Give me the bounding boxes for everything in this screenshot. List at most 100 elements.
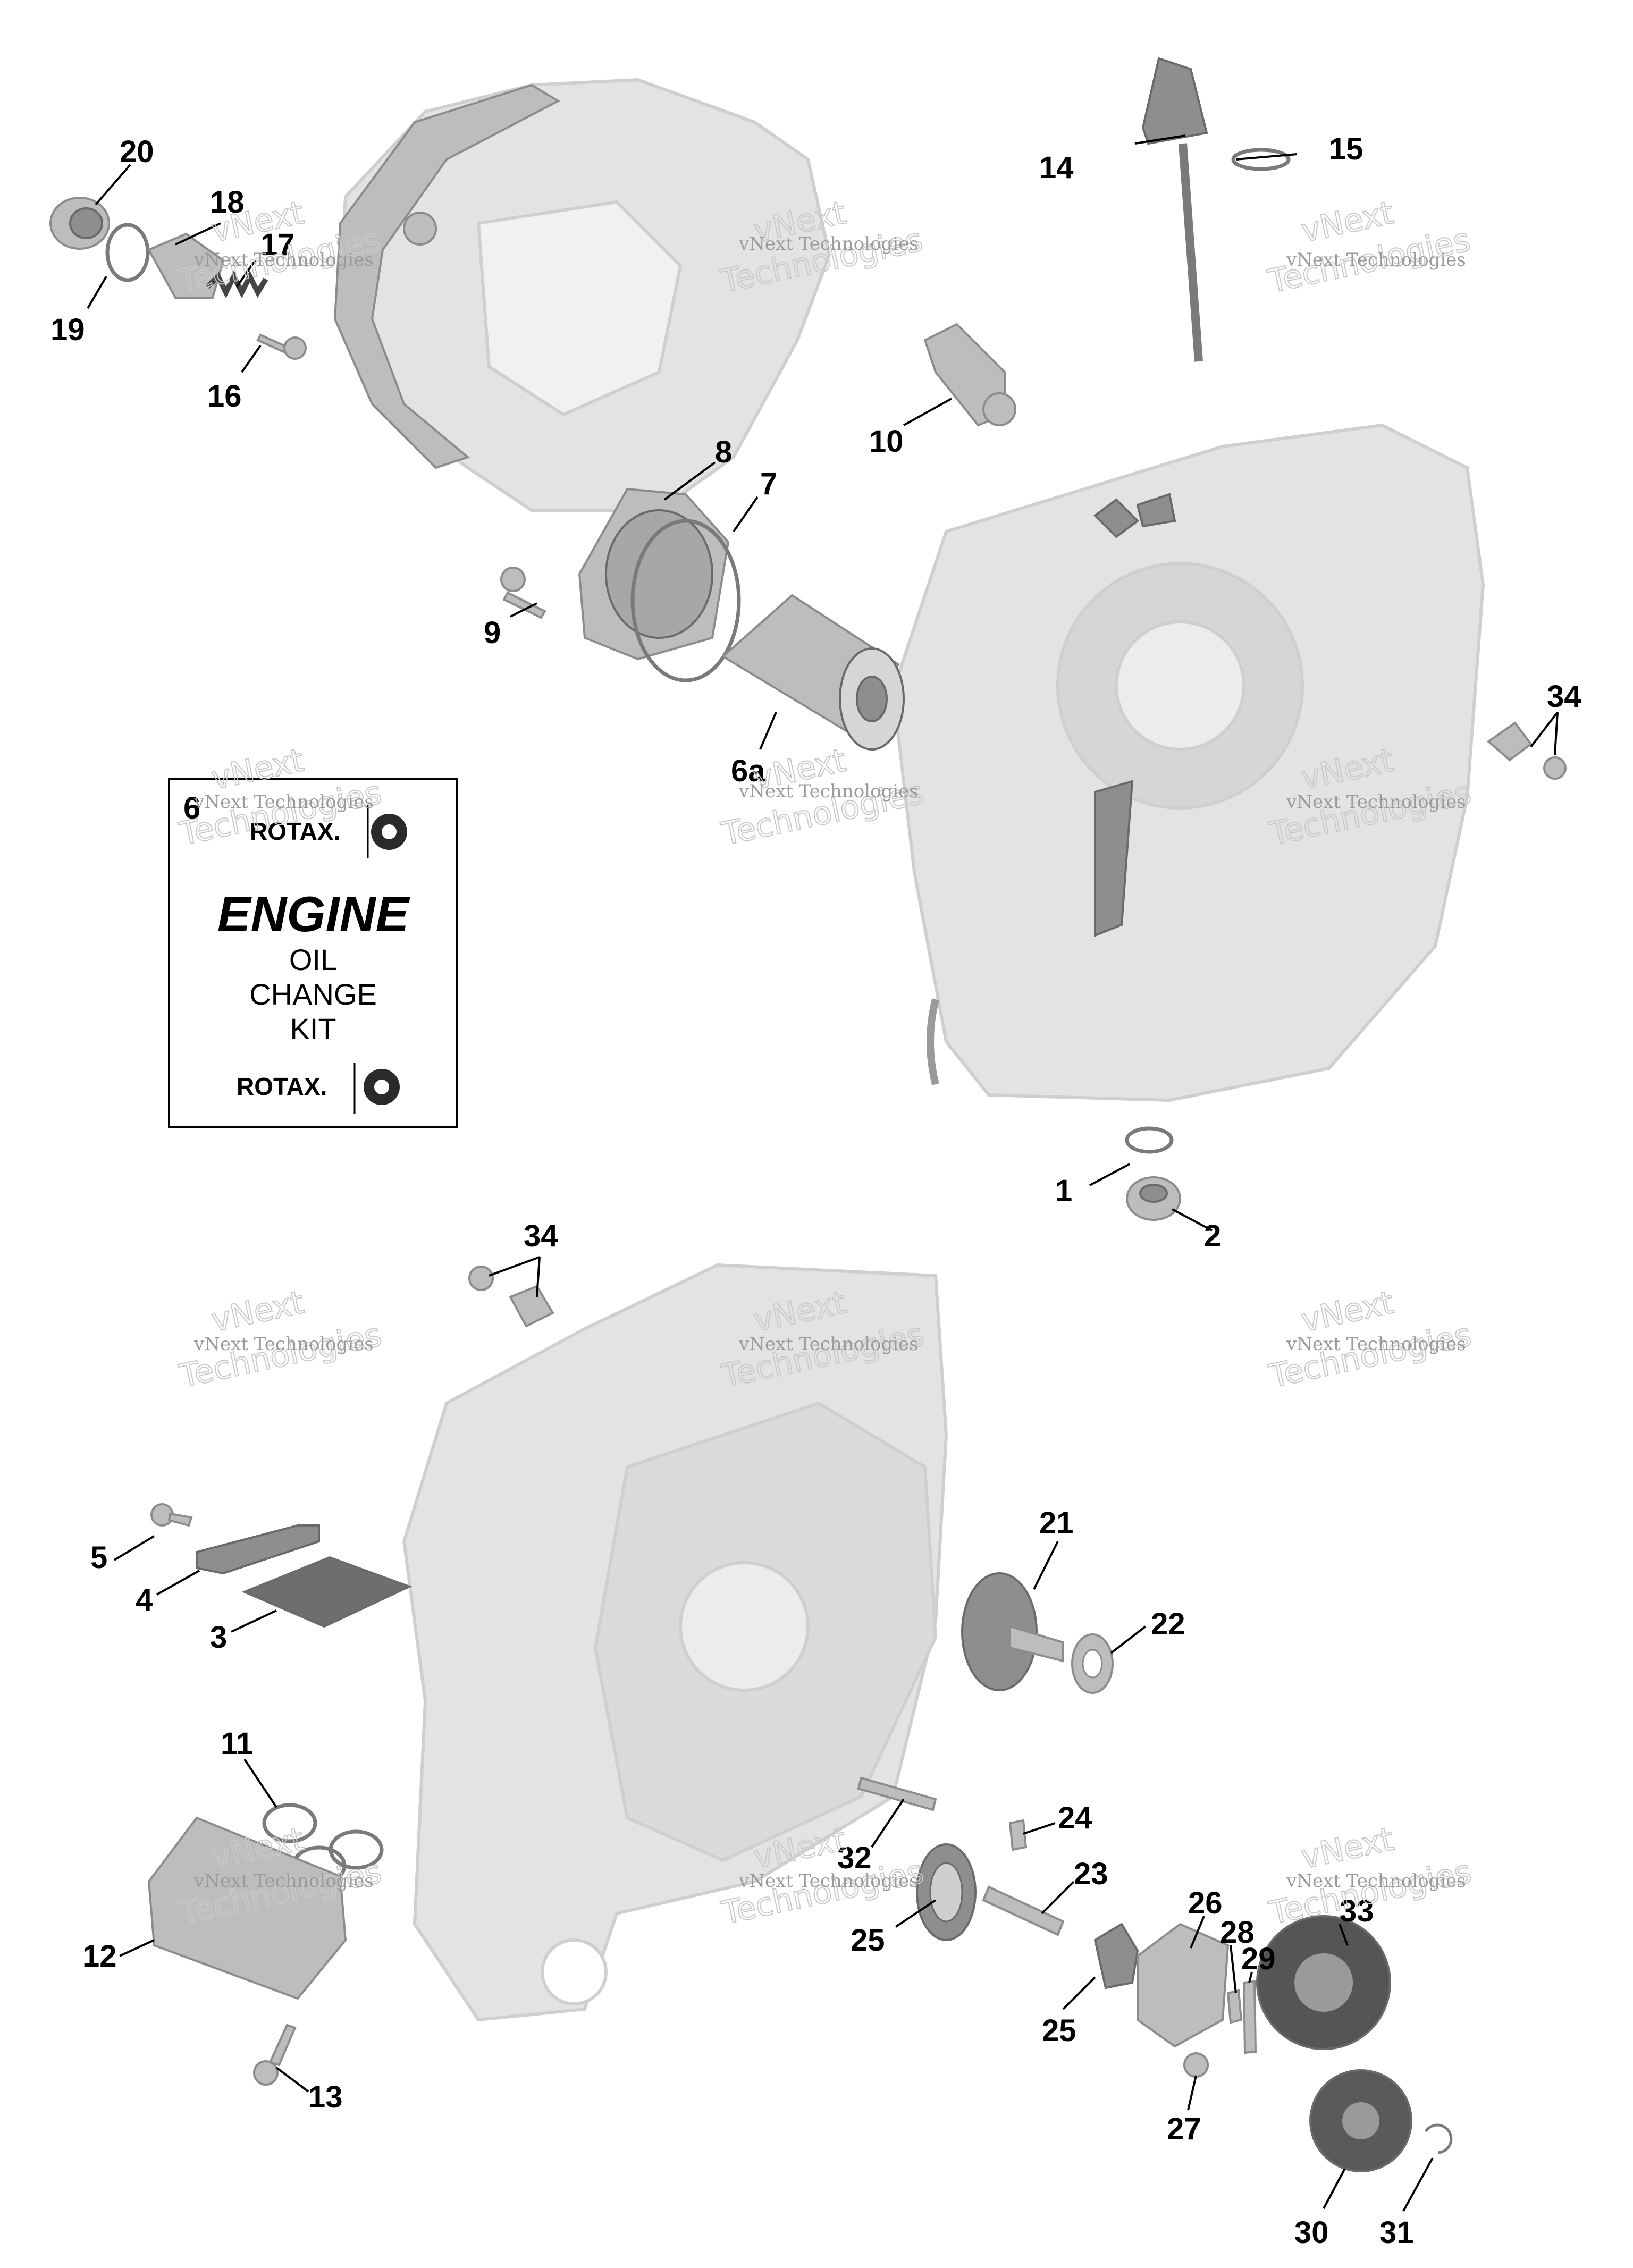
- part-34-clamp-upper: [1486, 721, 1567, 780]
- svg-text:vNext Technologies: vNext Technologies: [193, 1334, 374, 1355]
- rotax-logo-bottom: ROTAX.: [237, 1073, 327, 1100]
- rotax-logo-top: ROTAX.: [250, 817, 340, 845]
- callout-34-lower: 34: [524, 1219, 558, 1253]
- callout-14: 14: [1039, 150, 1074, 185]
- part-19-o-ring: [105, 223, 150, 282]
- part-15-o-ring: [1231, 148, 1291, 171]
- kit-line-2: CHANGE: [249, 977, 377, 1011]
- part-16-bolt: [256, 333, 307, 360]
- part-10-sensor: [923, 323, 1016, 427]
- callout-8: 8: [715, 435, 732, 469]
- callout-1: 1: [1055, 1174, 1072, 1208]
- engine-cover-housing: [333, 78, 831, 512]
- svg-text:vNext Technologies: vNext Technologies: [193, 249, 374, 271]
- part-27-bolt: [1183, 2052, 1209, 2078]
- svg-text:vNext Technologies: vNext Technologies: [738, 233, 919, 255]
- svg-text:vNext: vNext: [1298, 1284, 1397, 1339]
- part-24-pin: [1008, 1819, 1028, 1851]
- watermark-r3c3: vNext Technologies vNext Technologies: [1265, 1283, 1475, 1396]
- callout-numbers: 20 19 18 17 16 14 15 10 8 7 9 6a 34 1 2 …: [50, 132, 1581, 2250]
- callout-32: 32: [837, 1841, 872, 1875]
- part-14-dipstick: [1141, 57, 1208, 362]
- callout-25-outer: 25: [851, 1923, 885, 1958]
- svg-text:vNext Technologies: vNext Technologies: [1286, 1870, 1466, 1892]
- callout-9: 9: [484, 616, 501, 650]
- callout-33: 33: [1340, 1894, 1374, 1928]
- callout-30: 30: [1294, 2215, 1329, 2250]
- callout-27: 27: [1167, 2112, 1201, 2146]
- kit-title: ENGINE: [217, 886, 411, 942]
- part-5-bolt: [150, 1503, 193, 1527]
- callout-7: 7: [760, 467, 777, 501]
- svg-text:Technologies: Technologies: [176, 1316, 385, 1395]
- callout-12: 12: [82, 1939, 117, 1974]
- part-21-gear: [961, 1572, 1064, 1691]
- watermark-r3c1: vNext Technologies vNext Technologies: [175, 1283, 385, 1396]
- kit-line-1: OIL: [289, 943, 337, 976]
- part-4-bracket: [196, 1524, 320, 1575]
- part-25-rotor-inner: [1093, 1923, 1139, 1989]
- kit-number: 6: [183, 791, 200, 825]
- part-20-plug: [49, 197, 110, 250]
- callout-11: 11: [221, 1726, 253, 1761]
- callout-6a: 6a: [731, 754, 765, 788]
- callout-19: 19: [50, 313, 85, 347]
- leader-lines: [87, 134, 1559, 2212]
- callout-13: 13: [308, 2080, 343, 2114]
- part-8-filter-cover: [578, 487, 730, 661]
- part-13-bolt: [253, 2024, 297, 2086]
- part-29-pin: [1242, 1980, 1257, 2054]
- svg-text:vNext Technologies: vNext Technologies: [738, 1870, 919, 1892]
- callout-28: 28: [1220, 1915, 1255, 1950]
- oil-change-kit-box: 6 ROTAX. ENGINE OIL CHANGE KIT ROTAX.: [168, 778, 458, 1128]
- part-2-drain-plug: [1126, 1176, 1181, 1221]
- callout-21: 21: [1039, 1506, 1074, 1540]
- part-26-pump-cover: [1137, 1923, 1230, 2048]
- svg-text:vNext Technologies: vNext Technologies: [738, 1334, 919, 1355]
- callout-16: 16: [207, 379, 242, 414]
- part-28-pin: [1226, 1989, 1243, 2024]
- callout-25-inner: 25: [1042, 2013, 1076, 2048]
- svg-text:vNext Technologies: vNext Technologies: [1286, 249, 1466, 271]
- part-31-circlip: [1424, 2123, 1453, 2154]
- crankcase-upper: [891, 423, 1485, 1102]
- brp-badge-top-icon: [367, 805, 407, 858]
- part-12-oil-cooler: [147, 1816, 347, 2000]
- svg-text:vNext: vNext: [1298, 1820, 1397, 1876]
- svg-text:vNext: vNext: [208, 1284, 307, 1339]
- callout-29: 29: [1241, 1942, 1276, 1976]
- part-1-ring: [1125, 1126, 1174, 1154]
- part-3-strainer: [241, 1556, 413, 1628]
- part-23-shaft: [982, 1885, 1065, 1936]
- part-32-shaft: [857, 1776, 937, 1811]
- callout-15: 15: [1329, 132, 1363, 166]
- part-33-gear: [1256, 1915, 1391, 2050]
- part-6a-oil-filter: [721, 594, 905, 751]
- callout-10: 10: [869, 424, 904, 459]
- part-22-bearing: [1071, 1633, 1114, 1694]
- callout-5: 5: [90, 1540, 107, 1575]
- callout-22: 22: [1151, 1607, 1185, 1641]
- svg-text:vNext Technologies: vNext Technologies: [193, 791, 374, 813]
- callout-4: 4: [136, 1583, 153, 1617]
- part-34-clamp-lower: [468, 1266, 554, 1328]
- callout-20: 20: [120, 134, 154, 169]
- crankcase-lower: [402, 1263, 948, 2022]
- part-25-rotor-outer: [916, 1843, 977, 1941]
- callout-24: 24: [1058, 1801, 1092, 1835]
- brp-badge-bottom-icon: [353, 1063, 400, 1114]
- callout-34-upper: 34: [1547, 679, 1581, 714]
- callout-23: 23: [1074, 1857, 1108, 1891]
- watermark-r1c3: vNext Technologies vNext Technologies: [1264, 193, 1474, 301]
- svg-text:vNext Technologies: vNext Technologies: [738, 781, 919, 802]
- callout-31: 31: [1379, 2215, 1414, 2250]
- svg-text:vNext Technologies: vNext Technologies: [1286, 1334, 1466, 1355]
- callout-18: 18: [210, 185, 245, 220]
- svg-text:Technologies: Technologies: [1266, 1316, 1475, 1395]
- part-30-gear: [1309, 2069, 1412, 2172]
- callout-2: 2: [1204, 1219, 1221, 1253]
- part-7-o-ring: [630, 519, 741, 682]
- svg-text:vNext Technologies: vNext Technologies: [1286, 791, 1466, 813]
- callout-17: 17: [260, 227, 295, 262]
